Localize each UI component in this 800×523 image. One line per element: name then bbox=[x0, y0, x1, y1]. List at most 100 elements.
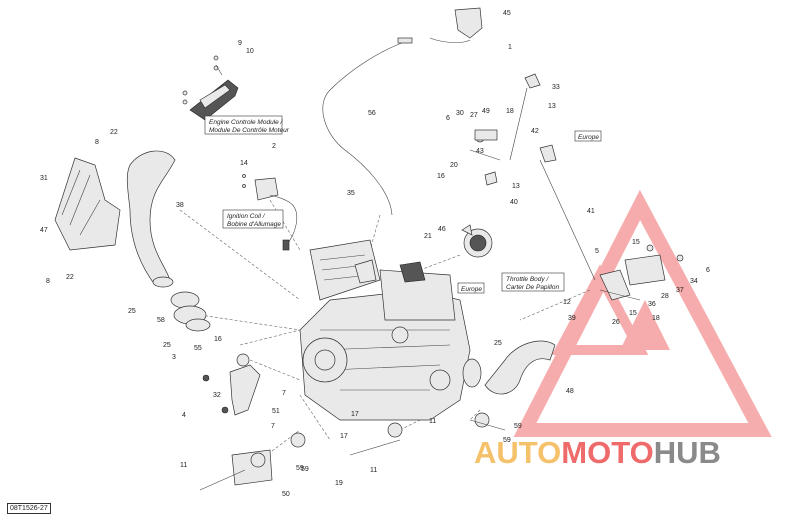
callout-number: 13 bbox=[548, 103, 556, 110]
callout-number: 4 bbox=[182, 412, 186, 419]
callout-number: 35 bbox=[347, 190, 355, 197]
callout-number: 20 bbox=[450, 162, 458, 169]
watermark-hub: HUB bbox=[653, 435, 721, 470]
europe-box-2 bbox=[574, 130, 602, 142]
callout-number: 27 bbox=[470, 112, 478, 119]
part-33 bbox=[524, 73, 541, 89]
callout-number: 49 bbox=[482, 108, 490, 115]
callout-number: 37 bbox=[676, 287, 684, 294]
callout-number: 11 bbox=[180, 462, 187, 469]
callout-number: 59 bbox=[301, 466, 309, 473]
diagram-code: 08T1526-27 bbox=[7, 503, 51, 514]
callout-number: 18 bbox=[652, 315, 660, 322]
lower-mounts bbox=[199, 412, 506, 491]
callout-number: 22 bbox=[66, 274, 74, 281]
callout-number: 48 bbox=[566, 388, 574, 395]
callout-number: 34 bbox=[690, 278, 698, 285]
throttle-label-box bbox=[501, 272, 565, 292]
callout-number: 17 bbox=[340, 433, 348, 440]
callout-number: 13 bbox=[512, 183, 520, 190]
callout-number: 7 bbox=[271, 423, 275, 430]
heat-shield bbox=[54, 157, 121, 251]
callout-number: 9 bbox=[238, 40, 242, 47]
callout-number: 46 bbox=[438, 226, 446, 233]
callout-number: 55 bbox=[194, 345, 202, 352]
callout-number: 47 bbox=[40, 227, 48, 234]
callout-number: 7 bbox=[282, 390, 286, 397]
coupling-parts bbox=[170, 291, 211, 332]
callout-number: 2 bbox=[272, 143, 276, 150]
callout-number: 51 bbox=[272, 408, 280, 415]
callout-number: 1 bbox=[508, 44, 512, 51]
callout-number: 17 bbox=[351, 411, 359, 418]
throttle-cable bbox=[322, 39, 411, 216]
callout-number: 10 bbox=[246, 48, 254, 55]
throttle-label-line2: Carter De Papillon bbox=[506, 284, 559, 291]
callout-number: 22 bbox=[110, 129, 118, 136]
assembly-lines bbox=[179, 199, 591, 461]
ecm-label-line1: Engine Controle Module / bbox=[209, 119, 284, 126]
callout-number: 26 bbox=[612, 319, 620, 326]
intake-tube bbox=[126, 150, 176, 288]
callout-number: 6 bbox=[706, 267, 710, 274]
callout-number: 15 bbox=[632, 239, 640, 246]
ignition-coil bbox=[242, 174, 298, 251]
ignition-label-line1: Ignition Coil / bbox=[227, 213, 266, 220]
rod-13 bbox=[509, 87, 528, 161]
europe-label-1: Europe bbox=[461, 286, 482, 293]
sensor-cluster bbox=[469, 129, 557, 186]
europe-box-1 bbox=[457, 282, 485, 294]
throttle-lever bbox=[397, 7, 483, 44]
callout-number: 3 bbox=[172, 354, 176, 361]
callout-number: 36 bbox=[648, 301, 656, 308]
europe-label-2: Europe bbox=[578, 134, 599, 141]
callout-number: 16 bbox=[437, 173, 445, 180]
callout-number: 43 bbox=[476, 148, 484, 155]
callout-number: 30 bbox=[456, 110, 464, 117]
throttle-label-line1: Throttle Body / bbox=[506, 276, 549, 283]
callout-number: 45 bbox=[503, 10, 511, 17]
right-bracket-assembly bbox=[599, 244, 684, 301]
ignition-label-box bbox=[222, 209, 284, 229]
mount-bracket bbox=[202, 353, 261, 416]
ignition-label-line2: Bobine d'Allumage bbox=[227, 221, 281, 228]
engine-assembly bbox=[299, 239, 471, 421]
callout-number: 25 bbox=[163, 342, 171, 349]
callout-number: 40 bbox=[510, 199, 518, 206]
callout-number: 8 bbox=[46, 278, 50, 285]
callout-number: 33 bbox=[552, 84, 560, 91]
callout-number: 11 bbox=[429, 418, 436, 425]
callout-number: 6 bbox=[446, 115, 450, 122]
callout-number: 32 bbox=[213, 392, 221, 399]
callout-number: 12 bbox=[563, 299, 571, 306]
callout-number: 58 bbox=[157, 317, 165, 324]
callout-number: 59 bbox=[514, 423, 522, 430]
cable-41 bbox=[539, 159, 596, 281]
watermark-triangle bbox=[513, 189, 772, 437]
callout-number: 18 bbox=[506, 108, 514, 115]
watermark-auto: AUTO bbox=[474, 435, 562, 470]
callout-number: 21 bbox=[424, 233, 432, 240]
ecm-module bbox=[182, 55, 239, 121]
watermark-moto: MOTO bbox=[561, 435, 654, 470]
ecm-label-line2: Module De Contrôle Moteur bbox=[209, 127, 290, 134]
watermark-logo-text: AUTOMOTOHUB bbox=[474, 437, 721, 468]
callout-number: 50 bbox=[282, 491, 290, 498]
callout-number: 8 bbox=[95, 139, 99, 146]
callout-number: 14 bbox=[240, 160, 248, 167]
callout-number: 38 bbox=[176, 202, 184, 209]
callout-number: 28 bbox=[661, 293, 669, 300]
callout-number: 41 bbox=[587, 208, 595, 215]
callout-number: 19 bbox=[335, 480, 343, 487]
ecm-label-box bbox=[204, 115, 283, 135]
air-duct bbox=[462, 340, 556, 395]
callout-number: 31 bbox=[40, 175, 48, 182]
callout-number: 5 bbox=[595, 248, 599, 255]
callout-number: 25 bbox=[128, 308, 136, 315]
throttle-body bbox=[461, 224, 493, 258]
callout-number: 16 bbox=[214, 336, 222, 343]
callout-number: 42 bbox=[531, 128, 539, 135]
callout-number: 56 bbox=[368, 110, 376, 117]
